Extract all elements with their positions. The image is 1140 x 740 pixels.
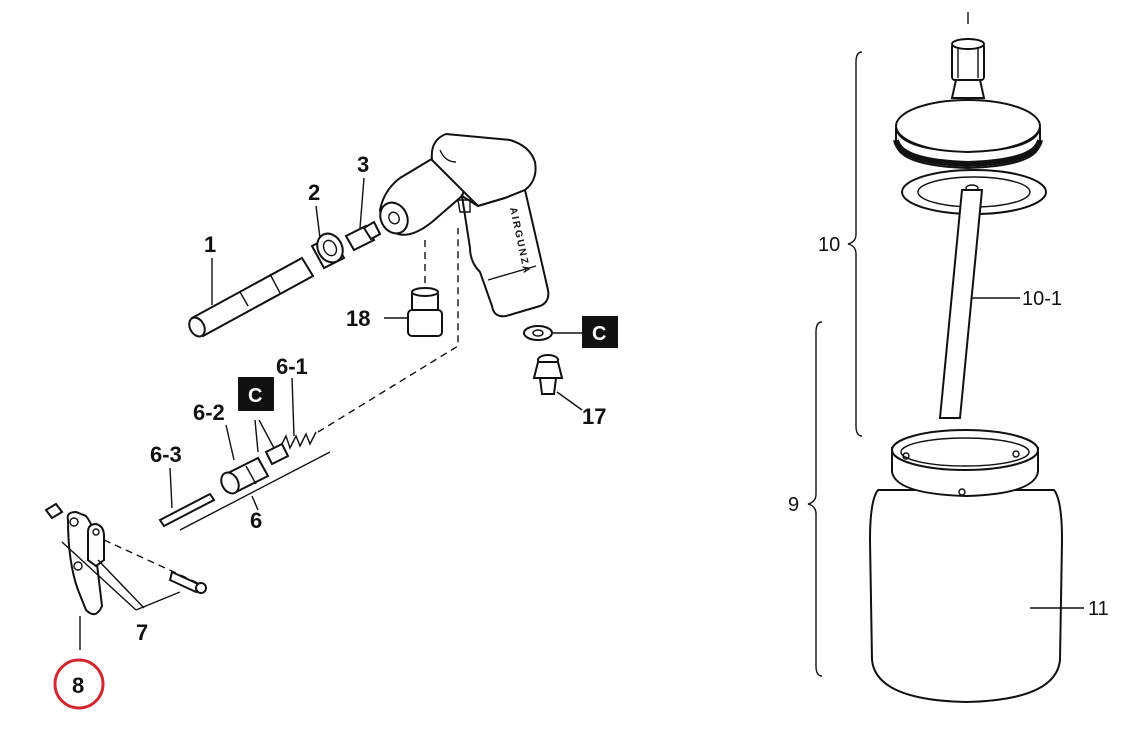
part-6-valve-assembly	[158, 228, 459, 531]
highlight-circle-8	[53, 658, 105, 710]
part-17-fitting	[532, 354, 583, 411]
label-part-6-1: 6-1	[276, 354, 308, 379]
label-part-17: 17	[582, 404, 606, 429]
part-11-paint-cup	[868, 429, 1084, 704]
label-part-3: 3	[357, 152, 369, 177]
label-part-8: 8	[72, 673, 84, 698]
part-7-trigger-pivot	[44, 502, 207, 611]
label-part-9: 9	[788, 494, 799, 516]
label-part-6-2: 6-2	[193, 400, 225, 425]
label-part-10: 10	[818, 234, 840, 256]
part-2-knurled-nut	[310, 232, 346, 270]
label-part-7: 7	[136, 620, 148, 645]
badge-c-washer-text: C	[592, 323, 606, 345]
label-part-6: 6	[250, 508, 262, 533]
label-part-10-1: 10-1	[1022, 288, 1062, 310]
badge-c-washer: C	[582, 316, 618, 348]
label-part-18: 18	[346, 306, 370, 331]
label-part-2: 2	[308, 180, 320, 205]
part-1-nozzle-tube	[188, 256, 315, 338]
part-18-connector	[384, 240, 443, 337]
label-part-1: 1	[204, 232, 216, 257]
washer-c	[523, 325, 583, 341]
part-10-cup-lid	[893, 12, 1047, 215]
brace-10	[847, 51, 863, 437]
badge-c-valve-text: C	[248, 385, 262, 407]
label-part-6-3: 6-3	[150, 442, 182, 467]
brace-9	[807, 321, 823, 677]
spray-gun-body: AIRGUNZA	[378, 132, 550, 318]
badge-c-valve: C	[238, 377, 274, 411]
part-3-fitting	[344, 220, 382, 252]
part-10-1-pickup-tube	[938, 189, 1020, 419]
label-part-11: 11	[1088, 598, 1109, 620]
